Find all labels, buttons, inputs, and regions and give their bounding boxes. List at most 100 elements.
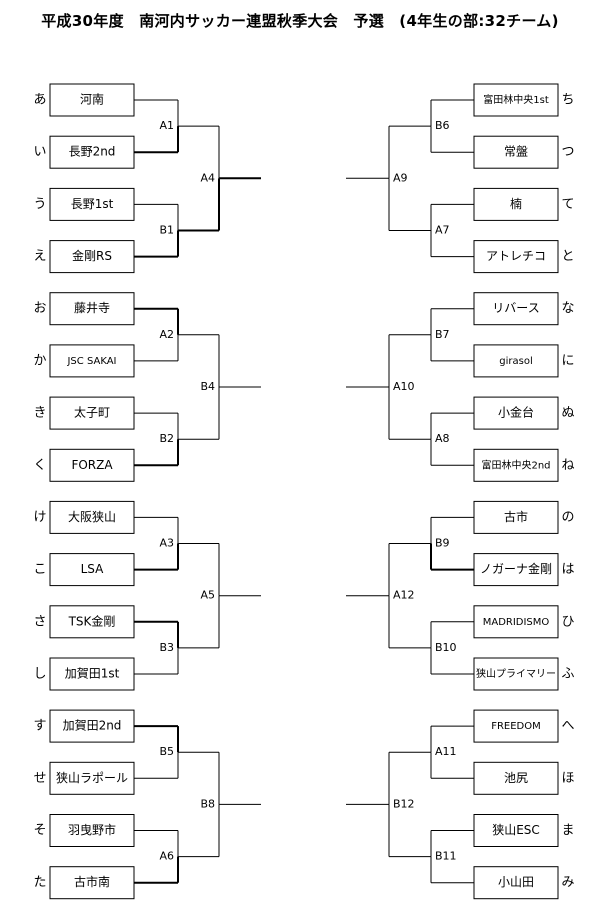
- team-box: [473, 866, 559, 900]
- team-box: [473, 500, 559, 534]
- team-box: [473, 396, 559, 430]
- team-mark: つ: [561, 145, 574, 160]
- team-mark: し: [33, 667, 46, 682]
- match-label: B1: [159, 224, 174, 237]
- team-mark: に: [561, 353, 574, 368]
- match-label: B12: [393, 797, 415, 810]
- team-name: 加賀田1st: [65, 667, 120, 681]
- team-name: 狭山ラポール: [56, 771, 128, 785]
- match-label: A2: [159, 328, 174, 341]
- team-box: [49, 292, 135, 326]
- match-label: B11: [435, 850, 457, 863]
- team-name: 河南: [80, 92, 104, 107]
- team-box: [49, 135, 135, 169]
- team-box: [473, 709, 559, 743]
- team-box: [473, 761, 559, 795]
- team-name: 池尻: [504, 771, 528, 785]
- team-mark: た: [33, 875, 46, 890]
- team-name: 大阪狭山: [68, 510, 116, 524]
- team-mark: ふ: [561, 667, 574, 682]
- team-mark: て: [561, 197, 574, 212]
- team-name: 狭山プライマリー: [476, 667, 556, 680]
- team-name: 太子町: [74, 405, 110, 420]
- team-mark: ち: [561, 93, 574, 108]
- team-box: [49, 396, 135, 430]
- team-name: 狭山ESC: [492, 823, 540, 837]
- team-box: [49, 709, 135, 743]
- match-label: B2: [159, 432, 174, 445]
- team-mark: お: [33, 301, 46, 316]
- team-mark: け: [33, 510, 46, 525]
- team-name: 小山田: [498, 875, 534, 889]
- team-box: [49, 605, 135, 639]
- team-box: [49, 448, 135, 482]
- team-mark: へ: [561, 719, 574, 734]
- team-name: FORZA: [71, 458, 113, 472]
- team-mark: す: [33, 719, 46, 734]
- match-label: B8: [200, 797, 215, 810]
- team-mark: の: [561, 510, 574, 525]
- team-mark: は: [561, 562, 574, 577]
- team-box: [473, 187, 559, 221]
- match-label: B10: [435, 641, 457, 654]
- team-mark: え: [33, 249, 46, 264]
- team-name: 常盤: [504, 145, 528, 159]
- team-name: 金剛RS: [72, 248, 112, 263]
- team-box: [49, 814, 135, 847]
- match-label: A10: [393, 380, 415, 393]
- team-mark: こ: [33, 562, 46, 577]
- team-name: 富田林中央2nd: [481, 458, 550, 471]
- team-name: 小金台: [498, 405, 534, 420]
- team-name: TSK金剛: [68, 613, 116, 628]
- team-name: 羽曳野市: [68, 822, 116, 837]
- match-label: B7: [435, 328, 450, 341]
- team-name: FREEDOM: [491, 721, 541, 732]
- team-name: JSC SAKAI: [66, 356, 116, 367]
- team-mark: な: [561, 301, 574, 316]
- team-name: MADRIDISMO: [483, 617, 550, 628]
- team-mark: ね: [561, 458, 574, 473]
- match-label: A6: [159, 850, 174, 863]
- team-box: [49, 553, 135, 587]
- team-mark: と: [561, 249, 574, 264]
- team-name: 古市: [504, 509, 528, 524]
- match-label: B5: [159, 745, 174, 758]
- match-label: B6: [435, 119, 450, 132]
- team-mark: ほ: [561, 771, 574, 786]
- match-label: A1: [159, 119, 174, 132]
- team-name: リバース: [492, 301, 539, 315]
- team-mark: い: [33, 145, 46, 160]
- match-label: A5: [200, 589, 215, 602]
- match-label: B4: [200, 380, 215, 393]
- team-name: 藤井寺: [74, 301, 110, 315]
- match-label: B9: [435, 537, 450, 550]
- team-mark: あ: [33, 93, 46, 108]
- team-box: [49, 344, 135, 378]
- match-label: A9: [393, 171, 408, 184]
- team-mark: き: [33, 406, 46, 421]
- team-mark: か: [33, 353, 46, 368]
- team-name: 加賀田2nd: [63, 719, 122, 733]
- team-box: [49, 761, 135, 795]
- team-mark: せ: [33, 771, 46, 786]
- team-name: 富田林中央1st: [483, 93, 549, 106]
- team-box: [473, 135, 559, 169]
- team-name: ノガーナ金剛: [480, 561, 552, 576]
- match-label: A12: [393, 589, 415, 602]
- team-name: 長野1st: [71, 197, 114, 211]
- match-label: A7: [435, 224, 450, 237]
- team-name: girasol: [499, 356, 532, 367]
- team-name: アトレチコ: [486, 249, 546, 263]
- team-name: 古市南: [74, 874, 110, 889]
- match-label: A4: [200, 171, 215, 184]
- team-box: [473, 814, 559, 847]
- team-mark: ひ: [561, 614, 574, 629]
- match-label: A8: [435, 432, 450, 445]
- match-label: B3: [159, 641, 174, 654]
- team-box: [473, 657, 559, 691]
- team-mark: く: [33, 458, 46, 473]
- team-mark: み: [561, 875, 574, 890]
- match-label: A3: [159, 537, 174, 550]
- team-box: [49, 657, 135, 691]
